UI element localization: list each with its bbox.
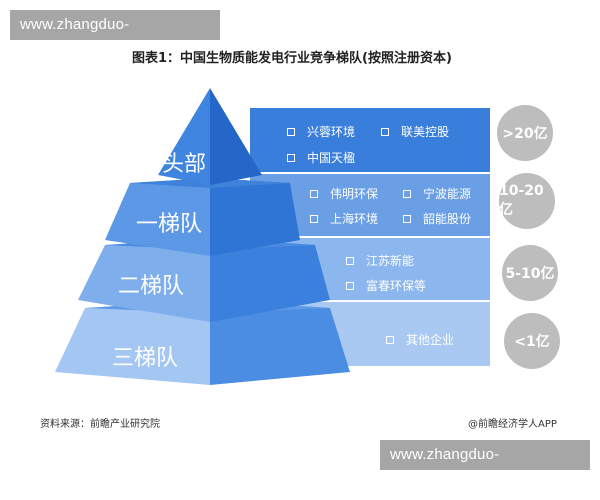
company-item: 富春环保等 (346, 277, 426, 294)
checkbox-square-icon (403, 189, 411, 198)
range-badge-tier2: 5-10亿 (502, 245, 558, 301)
tier3-left-face (55, 300, 210, 385)
tier3-right-face (210, 300, 350, 385)
watermark-top: www.zhangduo-technology.com (10, 10, 220, 63)
tier-label-3: 三梯队 (112, 346, 179, 371)
company-item: 宁波能源 (403, 185, 471, 202)
credit-note: @前瞻经济学人APP (468, 419, 557, 430)
watermark-bottom: www.zhangduo-technology.com (380, 440, 590, 493)
tier-label-1: 一梯队 (136, 212, 203, 237)
company-item: 兴蓉环境 (287, 123, 355, 140)
range-badge-tier3: <1亿 (504, 313, 560, 369)
company-item: 上海环境 (310, 210, 378, 227)
company-item: 联美控股 (381, 123, 449, 140)
checkbox-square-icon (310, 189, 318, 198)
tier1-right-face (210, 178, 300, 256)
checkbox-square-icon (287, 127, 295, 136)
company-item: 江苏新能 (346, 252, 414, 269)
tier2-left-face (78, 238, 210, 322)
tier-label-top: 头部 (162, 152, 207, 177)
top-left-face (158, 88, 210, 185)
company-item: 其他企业 (386, 331, 454, 348)
tier-label-2: 二梯队 (118, 274, 185, 299)
checkbox-square-icon (346, 281, 354, 290)
source-note: 资料来源：前瞻产业研究院 (40, 419, 160, 430)
range-badge-tier1: 10-20亿 (499, 173, 555, 229)
range-badge-top: >20亿 (497, 105, 553, 161)
tier2-right-face (210, 238, 330, 322)
chart-title: 图表1：中国生物质能发电行业竞争梯队(按照注册资本) (132, 51, 452, 66)
pyramid (55, 88, 350, 385)
checkbox-square-icon (381, 127, 389, 136)
top-right-face (210, 88, 262, 185)
checkbox-square-icon (310, 214, 318, 223)
company-item: 伟明环保 (310, 185, 378, 202)
checkbox-square-icon (346, 256, 354, 265)
checkbox-square-icon (386, 335, 394, 344)
checkbox-square-icon (403, 214, 411, 223)
company-item: 韶能股份 (403, 210, 471, 227)
tier1-left-face (105, 178, 210, 256)
checkbox-square-icon (287, 153, 295, 162)
company-item: 中国天楹 (287, 149, 355, 166)
